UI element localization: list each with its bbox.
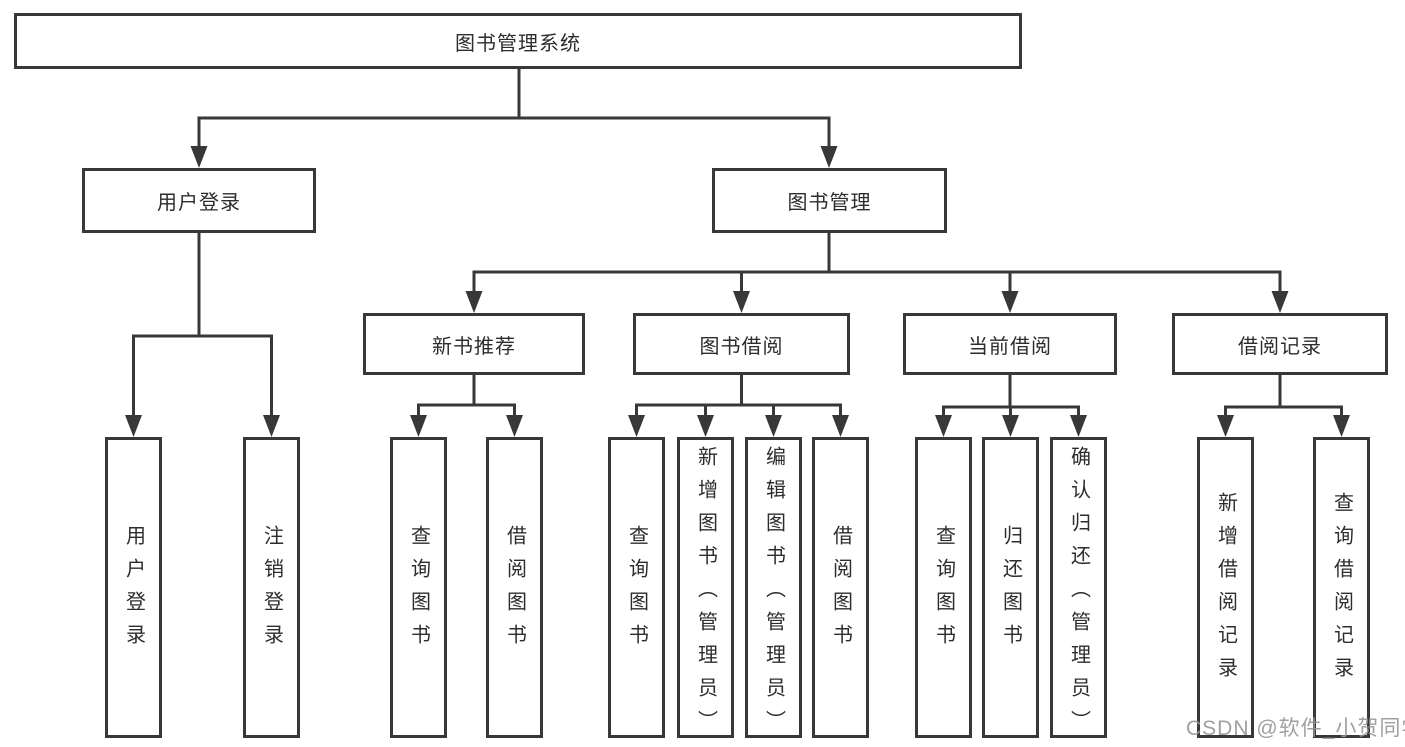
leaf-add-books-admin: 新增图书（管理员） <box>677 437 734 743</box>
leaf-logout: 注销登录 <box>243 437 300 738</box>
node-current-borrowing: 当前借阅 <box>903 313 1117 375</box>
leaf-return-books: 归还图书 <box>982 437 1039 738</box>
leaf-confirm-return-admin: 确认归还（管理员） <box>1050 437 1107 743</box>
leaf-add-borrow-record: 新增借阅记录 <box>1197 437 1254 738</box>
edge-lines <box>132 66 1343 421</box>
leaf-borrow-books: 借阅图书 <box>812 437 869 738</box>
leaf-query-books-recommend: 查询图书 <box>390 437 447 738</box>
leaf-query-books-current: 查询图书 <box>915 437 972 738</box>
leaf-query-books-borrowing: 查询图书 <box>608 437 665 738</box>
leaf-edit-books-admin: 编辑图书（管理员） <box>745 437 802 743</box>
csdn-watermark: CSDN @软件_小贺同学 <box>1186 717 1405 740</box>
node-book-borrowing: 图书借阅 <box>633 313 850 375</box>
node-user-login: 用户登录 <box>82 168 316 233</box>
arrowhead-icons <box>125 146 1350 437</box>
node-library-management-system: 图书管理系统 <box>14 13 1022 69</box>
leaf-borrow-books-recommend: 借阅图书 <box>486 437 543 738</box>
node-book-management: 图书管理 <box>712 168 947 233</box>
leaf-query-borrow-record: 查询借阅记录 <box>1313 437 1370 738</box>
leaf-user-login: 用户登录 <box>105 437 162 738</box>
node-new-book-recommendation: 新书推荐 <box>363 313 585 375</box>
node-borrowing-records: 借阅记录 <box>1172 313 1388 375</box>
